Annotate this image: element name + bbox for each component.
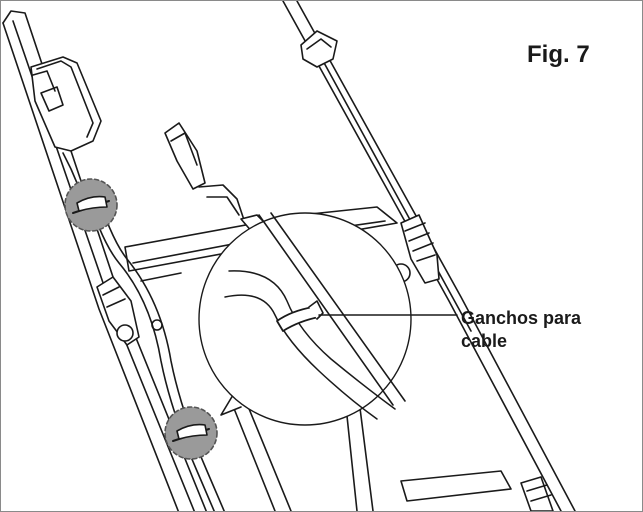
right-handle-rail bbox=[282, 1, 576, 511]
upper-clip-icon bbox=[300, 30, 338, 68]
bail-handle bbox=[164, 122, 270, 234]
callout-line-1: Ganchos para bbox=[461, 308, 582, 328]
cable-hook-highlight-upper bbox=[64, 178, 118, 232]
figure-label: Fig. 7 bbox=[527, 41, 590, 68]
left-lever-icon bbox=[96, 276, 163, 346]
cable-hook-highlight-lower bbox=[164, 406, 218, 460]
detail-magnifier bbox=[198, 212, 412, 426]
callout-line-2: cable bbox=[461, 331, 508, 351]
switch-box-icon bbox=[30, 56, 102, 184]
callout-cable-hooks: Ganchos para cable bbox=[461, 307, 636, 353]
